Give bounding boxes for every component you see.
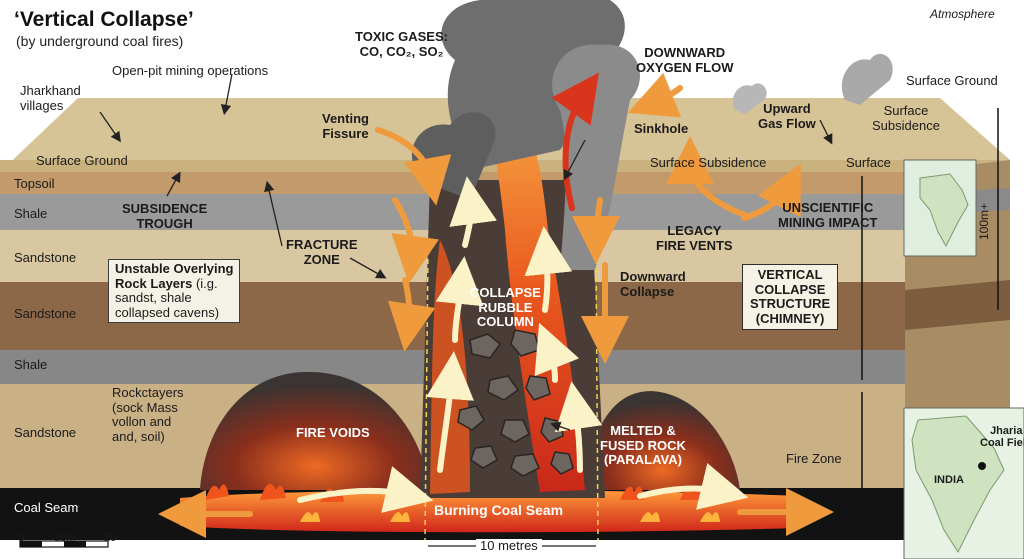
vertical-structure-line3: STRUCTURE bbox=[750, 296, 831, 312]
downward-collapse-label: Downward Collapse bbox=[620, 269, 686, 299]
unscientific-line1: UNSCIENTIFIC bbox=[782, 200, 874, 215]
jharkhand-label: Jharkhand villages bbox=[20, 83, 81, 113]
toxic-gases-line2: CO, CO₂, SO₂ bbox=[359, 43, 444, 59]
venting-fissure-line2: Fissure bbox=[322, 125, 369, 141]
leader-lines bbox=[99, 73, 833, 432]
unstable-box-line2b: (i.g. bbox=[192, 275, 218, 291]
downward-oxygen-line1: DOWNWARD bbox=[644, 45, 726, 60]
jharia-line2: Coal Field bbox=[980, 437, 1024, 450]
subsidence-trough-line1: SUBSIDENCE bbox=[122, 201, 208, 216]
unstable-box-line1: Unstable Overlying bbox=[115, 261, 234, 276]
fracture-zone-line2: ZONE bbox=[303, 251, 340, 267]
unscientific-line2: MINING IMPACT bbox=[778, 214, 878, 230]
page-title: ‘Vertical Collapse’ bbox=[14, 8, 194, 31]
surface-subsidence-a-line1: Surface bbox=[883, 103, 929, 118]
unstable-box-line3: sandst, shale bbox=[115, 290, 192, 306]
depth-label: 100m+ bbox=[977, 202, 991, 240]
jharia-label: Jharia Coal Field bbox=[980, 425, 1024, 450]
unstable-box-line4: collapsed cavens) bbox=[115, 304, 220, 320]
upward-gas-line1: Upward bbox=[763, 101, 811, 116]
subsidence-trough-line2: TROUGH bbox=[136, 215, 193, 231]
open-pit-label: Open-pit mining operations bbox=[112, 63, 269, 78]
sinkhole-label: Sinkhole bbox=[634, 121, 689, 136]
unstable-rock-box: Unstable Overlying Rock Layers (i.g. san… bbox=[108, 259, 241, 324]
surface-ground-left: Surface Ground bbox=[36, 153, 128, 168]
subsidence-trough-label: SUBSIDENCE TROUGH bbox=[122, 201, 208, 231]
jharia-marker bbox=[978, 462, 986, 470]
india-shape-small bbox=[919, 173, 969, 248]
rockctayers-line1: Rockctayers bbox=[112, 385, 184, 400]
burning-coal-label: Burning Coal Seam bbox=[434, 502, 564, 518]
fire-zone-label: Fire Zone bbox=[786, 451, 842, 466]
fire-voids-label: FIRE VOIDS bbox=[296, 425, 370, 440]
venting-fissure-line1: Venting bbox=[322, 111, 369, 126]
toxic-gases-line1: TOXIC GASES: bbox=[355, 29, 448, 44]
upward-gas-line2: Gas Flow bbox=[758, 115, 816, 131]
rockctayers-line4: and, soil) bbox=[112, 428, 165, 444]
scale-bar bbox=[19, 540, 109, 548]
scale-twenty: 20 bbox=[104, 532, 117, 544]
melted-line3: (PARALAVA) bbox=[603, 452, 682, 468]
legacy-fire-line2: FIRE VENTS bbox=[656, 237, 733, 253]
unscientific-mining-label: UNSCIENTIFIC MINING IMPACT bbox=[778, 200, 878, 230]
surface-subsidence-a-line2: Subsidence bbox=[872, 117, 940, 133]
melted-line2: FUSED ROCK bbox=[600, 437, 686, 453]
legacy-fire-vents-label: LEGACY FIRE VENTS bbox=[656, 223, 733, 253]
legacy-fire-line1: LEGACY bbox=[667, 223, 722, 238]
fire-void-left bbox=[200, 371, 430, 490]
page-subtitle: (by underground coal fires) bbox=[16, 33, 184, 49]
layer-coal-seam: Coal Seam bbox=[14, 500, 79, 515]
layer-shale-2: Shale bbox=[14, 357, 48, 372]
india-shape-large bbox=[911, 415, 1005, 554]
collapse-rubble-label: COLLAPSE RUBBLE COLUMN bbox=[470, 285, 541, 330]
melted-rock-label: MELTED & FUSED ROCK (PARALAVA) bbox=[600, 423, 686, 468]
vertical-structure-line1: VERTICAL bbox=[757, 267, 823, 282]
collapse-rubble-line3: COLUMN bbox=[476, 314, 534, 330]
rockctayers-label: Rockctayers (sock Mass vollon and and, s… bbox=[112, 385, 184, 444]
surface-label-c: Surface bbox=[846, 155, 891, 170]
india-label: INDIA bbox=[934, 474, 964, 486]
vertical-collapse-box: VERTICAL COLLAPSE STRUCTURE (CHIMNEY) bbox=[742, 264, 839, 331]
downward-oxygen-line2: OXYGEN FLOW bbox=[636, 59, 734, 75]
layer-sandstone-2: Sandstone bbox=[14, 306, 77, 321]
flow-arrows bbox=[158, 72, 834, 538]
atmosphere-label: Atmosphere bbox=[930, 7, 995, 21]
layer-sandstone-3: Sandstone bbox=[14, 425, 77, 440]
layer-topsoil: Topsoil bbox=[14, 176, 55, 191]
downward-oxygen-label: DOWNWARD OXYGEN FLOW bbox=[636, 45, 734, 75]
jharkhand-line1: Jharkhand bbox=[20, 83, 81, 98]
fracture-zone-label: FRACTURE ZONE bbox=[286, 237, 358, 267]
vertical-structure-line2: COLLAPSE bbox=[754, 281, 826, 297]
vertical-structure-line4: (CHIMNEY) bbox=[755, 310, 825, 326]
scale-zero: 0 bbox=[18, 532, 25, 544]
melted-line1: MELTED & bbox=[610, 423, 676, 438]
side-brown-band bbox=[905, 280, 1010, 330]
surface-ground-right: Surface Ground bbox=[906, 73, 998, 88]
rockctayers-line3: vollon and bbox=[112, 414, 172, 430]
toxic-gases-label: TOXIC GASES: CO, CO₂, SO₂ bbox=[355, 29, 448, 59]
downward-collapse-line1: Downward bbox=[620, 269, 686, 284]
layer-sandstone-1: Sandstone bbox=[14, 250, 77, 265]
depth-indicator bbox=[861, 108, 999, 526]
collapse-rubble-line2: RUBBLE bbox=[478, 299, 533, 315]
fracture-zone-line1: FRACTURE bbox=[286, 237, 358, 252]
unstable-box-line2: Rock Layers bbox=[115, 275, 193, 291]
surface-subsidence-b: Surface Subsidence bbox=[650, 155, 767, 170]
collapse-rubble-line1: COLLAPSE bbox=[470, 285, 541, 300]
scale-ten: 10m bbox=[54, 532, 76, 544]
surface-subsidence-a: Surface Subsidence bbox=[872, 103, 940, 133]
jharia-line1: Jharia bbox=[990, 425, 1023, 437]
venting-fissure-label: Venting Fissure bbox=[322, 111, 369, 141]
ten-metres-label: 10 metres bbox=[476, 538, 542, 554]
rockctayers-line2: (sock Mass bbox=[112, 399, 178, 415]
upward-gas-label: Upward Gas Flow bbox=[758, 101, 816, 131]
jharkhand-line2: villages bbox=[20, 97, 64, 113]
layer-shale-1: Shale bbox=[14, 206, 48, 221]
downward-collapse-line2: Collapse bbox=[620, 283, 675, 299]
